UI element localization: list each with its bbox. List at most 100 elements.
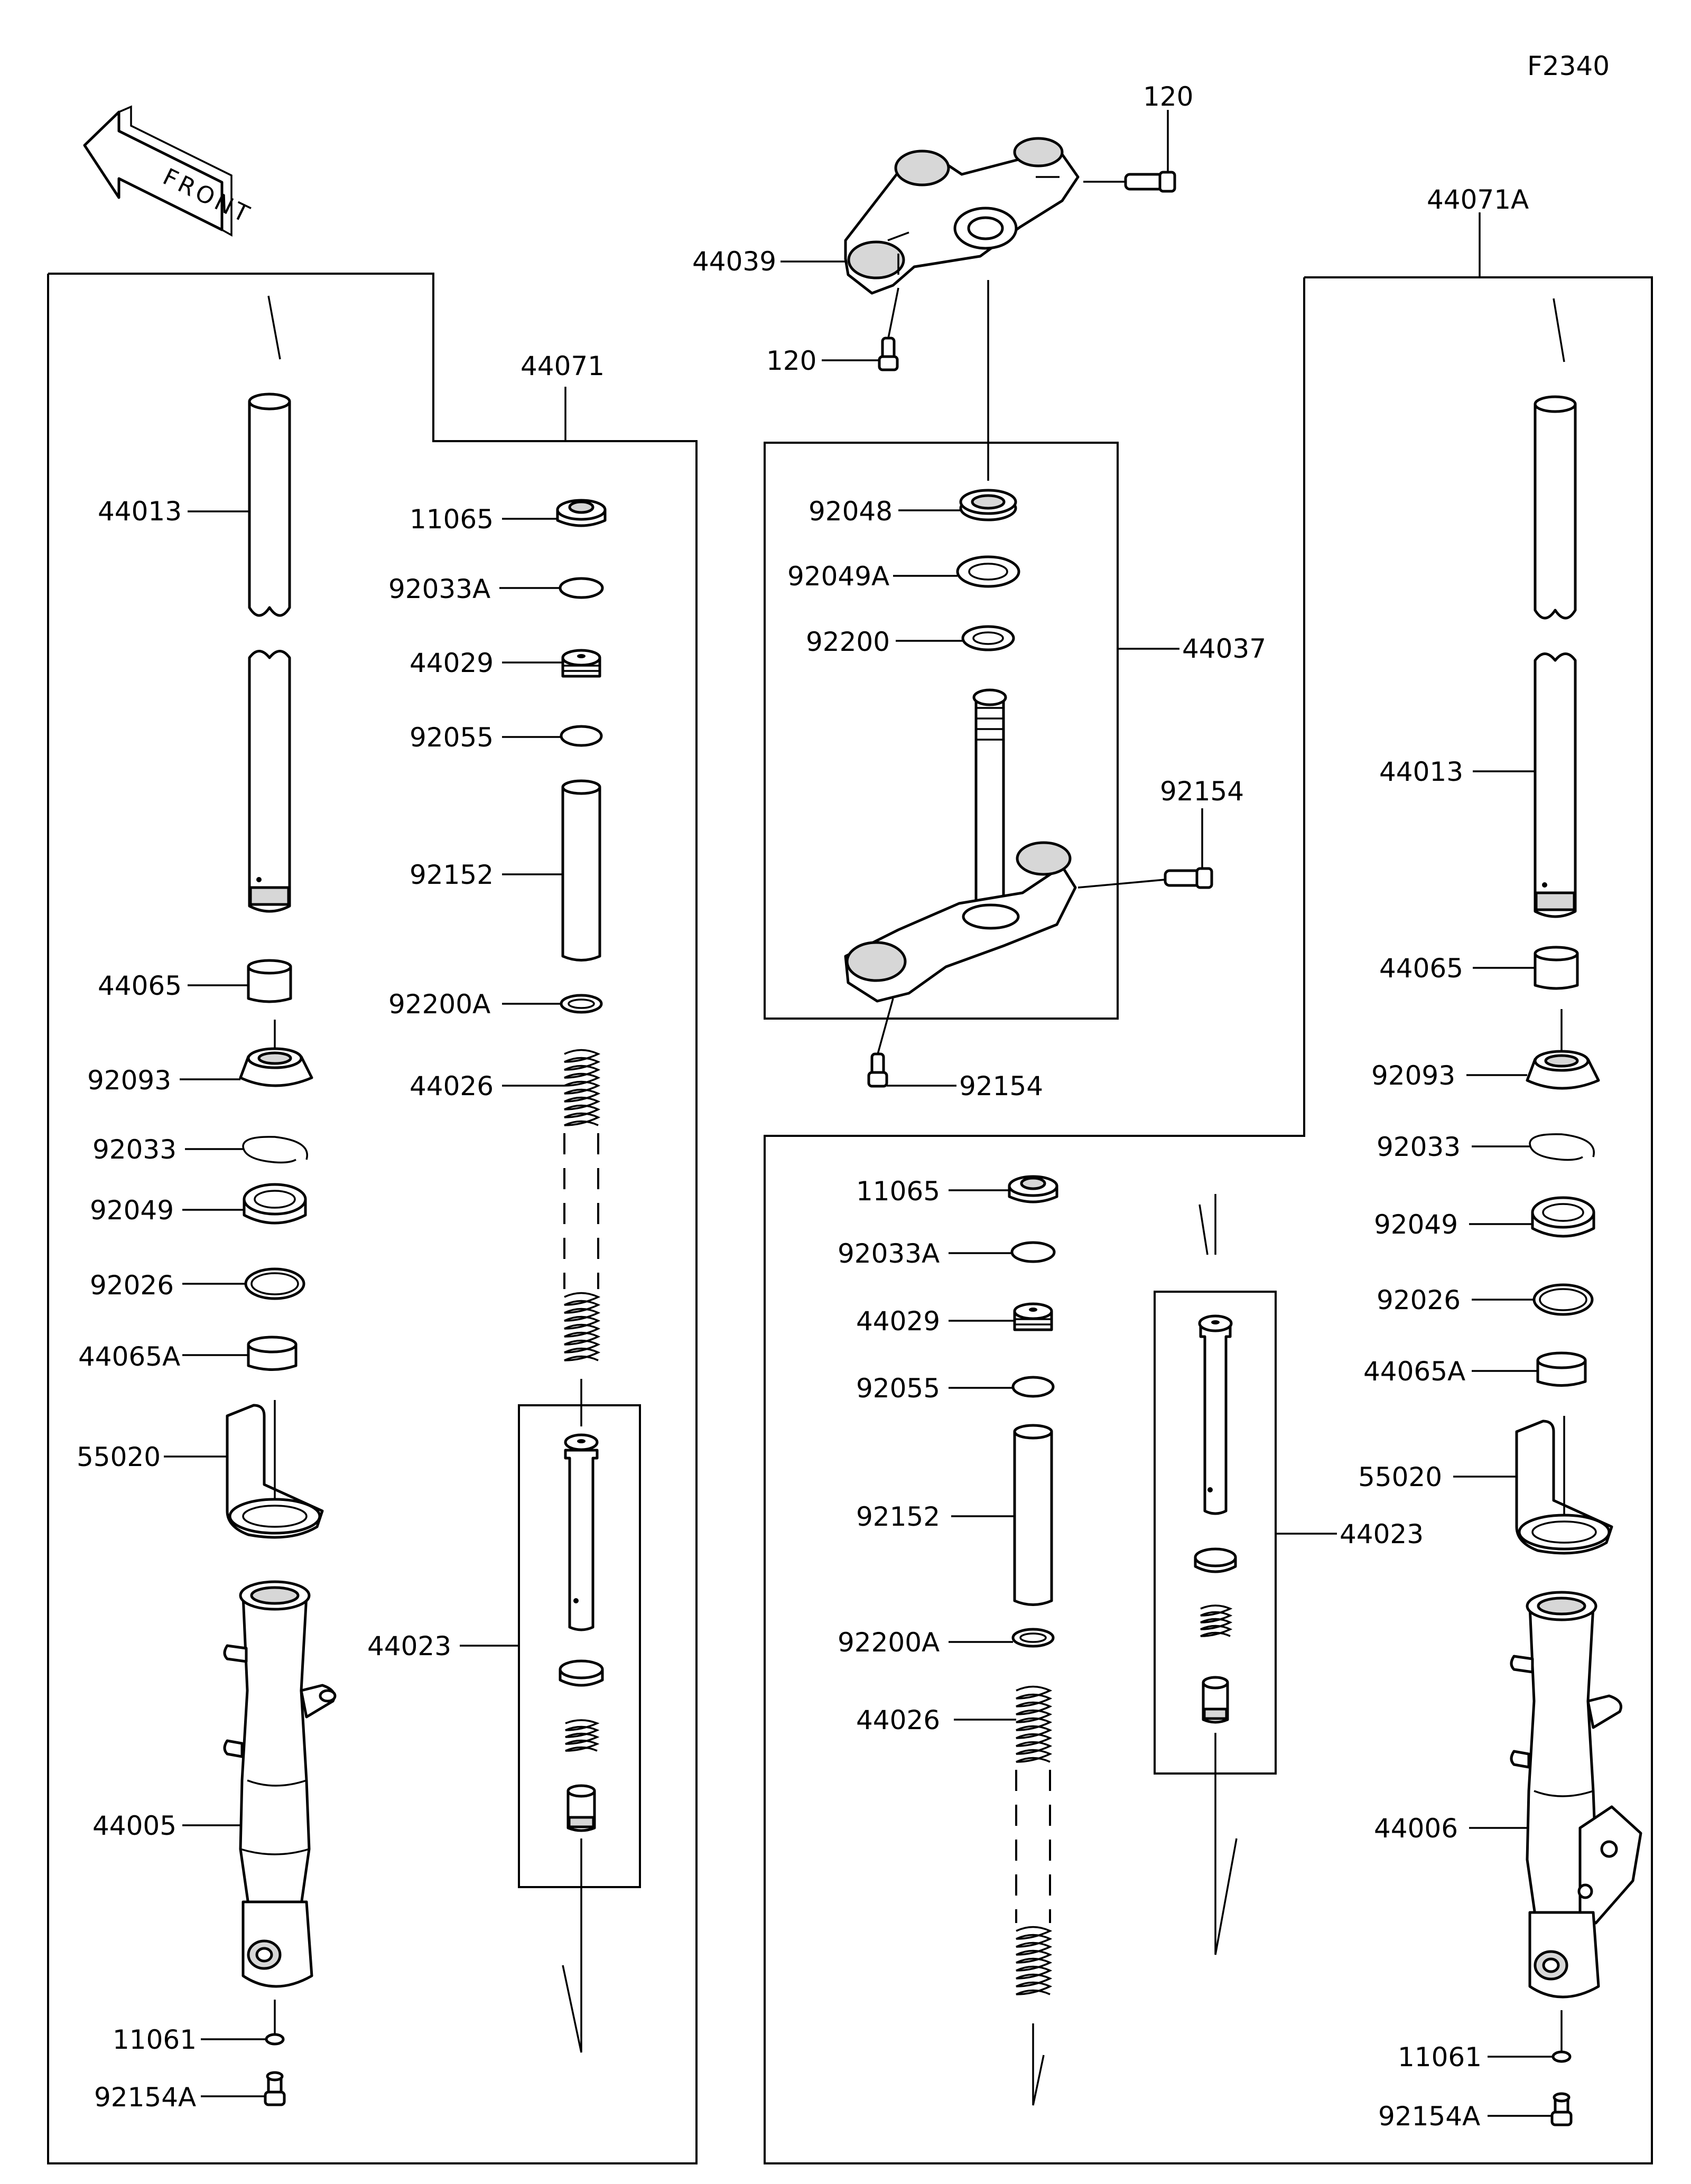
label-11061-left: 11061 bbox=[113, 2024, 197, 2055]
left-oil-seal-92049 bbox=[243, 1183, 307, 1225]
label-92093-right: 92093 bbox=[1371, 1060, 1455, 1091]
label-44013-right: 44013 bbox=[1379, 757, 1463, 787]
bolt-120-left bbox=[878, 337, 899, 371]
label-44013-left: 44013 bbox=[98, 496, 182, 527]
label-92033-left: 92033 bbox=[92, 1134, 176, 1165]
label-92200A-right: 92200A bbox=[838, 1627, 940, 1658]
label-44006: 44006 bbox=[1374, 1813, 1458, 1844]
left-spring-44026 bbox=[563, 1049, 601, 1361]
label-44071: 44071 bbox=[521, 351, 605, 381]
bolt-92154-right bbox=[1164, 867, 1213, 889]
label-44037: 44037 bbox=[1182, 633, 1266, 664]
label-44023-right: 44023 bbox=[1340, 1519, 1424, 1550]
label-44005: 44005 bbox=[92, 1810, 176, 1841]
label-44026-left: 44026 bbox=[410, 1071, 494, 1102]
right-oil-seal-92049 bbox=[1531, 1196, 1595, 1238]
label-11065-right: 11065 bbox=[856, 1176, 940, 1207]
bolt-92154-bottom bbox=[867, 1052, 888, 1088]
right-bush-44065A bbox=[1536, 1351, 1587, 1387]
label-92026-left: 92026 bbox=[90, 1270, 174, 1301]
label-92033-right: 92033 bbox=[1377, 1132, 1461, 1162]
right-oring-92055 bbox=[1011, 1376, 1055, 1398]
front-direction-arrow: FRONT bbox=[83, 105, 256, 237]
label-55020-left: 55020 bbox=[77, 1442, 161, 1472]
left-inner-tube-44013 bbox=[248, 295, 291, 913]
label-92049A: 92049A bbox=[787, 561, 889, 592]
label-44023-left: 44023 bbox=[367, 1631, 451, 1662]
right-dust-seal-92093 bbox=[1526, 1050, 1600, 1090]
left-dust-seal-92093 bbox=[239, 1047, 313, 1087]
right-cap-44029 bbox=[1013, 1302, 1053, 1331]
steering-stem-frame bbox=[764, 442, 1119, 1020]
left-gasket-11061 bbox=[265, 2033, 285, 2046]
left-bush-44065 bbox=[247, 959, 292, 1003]
label-92033A-right: 92033A bbox=[838, 1238, 940, 1269]
label-92200A-left: 92200A bbox=[388, 989, 490, 1020]
right-washer-92200A bbox=[1011, 1628, 1055, 1648]
left-spacer-92152 bbox=[561, 779, 601, 962]
label-44026-right: 44026 bbox=[856, 1705, 940, 1735]
label-44029-right: 44029 bbox=[856, 1306, 940, 1337]
stem-head-nut-92048 bbox=[959, 489, 1017, 521]
left-assembly-frame bbox=[47, 273, 698, 2164]
label-120-left: 120 bbox=[766, 346, 816, 376]
label-92154A-left: 92154A bbox=[94, 2082, 196, 2113]
right-assembly-frame bbox=[764, 276, 1653, 2164]
left-circlip-92033 bbox=[242, 1136, 308, 1164]
right-washer-92026 bbox=[1532, 1283, 1594, 1316]
label-44065-right: 44065 bbox=[1379, 953, 1463, 984]
left-outer-tube-44005 bbox=[223, 1580, 337, 1988]
label-92093-left: 92093 bbox=[87, 1065, 171, 1096]
right-cover-55020 bbox=[1515, 1416, 1613, 1555]
bolt-120-right bbox=[1124, 171, 1176, 193]
label-92154A-right: 92154A bbox=[1378, 2101, 1480, 2132]
right-gasket-11061 bbox=[1551, 2050, 1572, 2063]
left-washer-92026 bbox=[244, 1267, 305, 1300]
label-44065-left: 44065 bbox=[98, 970, 182, 1001]
label-92152-right: 92152 bbox=[856, 1501, 940, 1532]
label-92026-right: 92026 bbox=[1377, 1285, 1461, 1315]
label-92152-left: 92152 bbox=[410, 860, 494, 890]
label-92049-left: 92049 bbox=[90, 1195, 174, 1226]
label-92033A-left: 92033A bbox=[388, 574, 490, 604]
left-bolt-92154A bbox=[264, 2071, 286, 2106]
label-11061-right: 11061 bbox=[1398, 2042, 1482, 2073]
label-92055-right: 92055 bbox=[856, 1373, 940, 1404]
right-outer-tube-44006 bbox=[1510, 1591, 1642, 1999]
left-cover-55020 bbox=[226, 1400, 324, 1539]
stem-seal-92049A bbox=[956, 555, 1020, 588]
right-oring-92033A bbox=[1010, 1241, 1056, 1263]
left-oring-92033A bbox=[559, 577, 604, 599]
right-circlip-92033 bbox=[1529, 1133, 1595, 1161]
left-top-plug-11065 bbox=[556, 499, 607, 527]
right-damper-rod-44023 bbox=[1194, 1194, 1237, 1724]
label-55020-right: 55020 bbox=[1358, 1462, 1442, 1492]
label-92200: 92200 bbox=[806, 627, 890, 657]
label-92049-right: 92049 bbox=[1374, 1209, 1458, 1240]
steering-stem-44037 bbox=[844, 688, 1077, 1003]
right-top-plug-11065 bbox=[1008, 1175, 1058, 1203]
label-44071A: 44071A bbox=[1427, 184, 1529, 215]
label-44029-left: 44029 bbox=[410, 648, 494, 678]
label-11065-left: 11065 bbox=[410, 504, 494, 535]
right-spacer-92152 bbox=[1013, 1424, 1053, 1606]
part-number-labels: 44071 44071A 44037 44039 120 120 92048 9… bbox=[77, 81, 1529, 2132]
right-spring-44026 bbox=[1015, 1685, 1053, 1995]
upper-bracket-44039 bbox=[844, 137, 1080, 295]
label-92154-bottom: 92154 bbox=[959, 1071, 1043, 1102]
label-92154-right: 92154 bbox=[1160, 776, 1244, 807]
left-damper-rod-44023 bbox=[559, 1433, 604, 1832]
left-bush-44065A bbox=[247, 1336, 298, 1371]
label-92048: 92048 bbox=[809, 496, 893, 527]
label-92055-left: 92055 bbox=[410, 722, 494, 753]
label-44039: 44039 bbox=[692, 246, 776, 277]
label-120-right: 120 bbox=[1143, 81, 1193, 112]
left-oring-92055 bbox=[560, 725, 603, 747]
diagram-code: F2340 bbox=[1527, 51, 1610, 81]
stem-washer-92200 bbox=[961, 625, 1015, 651]
right-inner-tube-44013 bbox=[1534, 298, 1577, 918]
left-washer-92200A bbox=[560, 994, 603, 1014]
left-cap-44029 bbox=[561, 649, 601, 678]
label-44065A-left: 44065A bbox=[78, 1341, 180, 1372]
label-44065A-right: 44065A bbox=[1363, 1356, 1465, 1387]
